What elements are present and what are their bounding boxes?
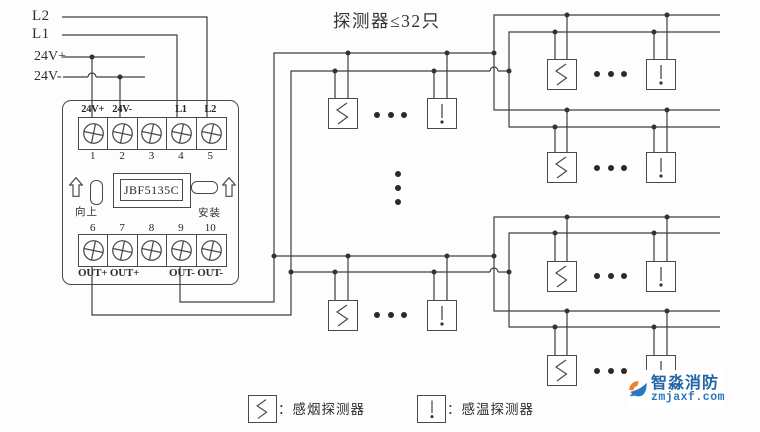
model-plate: JBF5135C <box>113 173 191 208</box>
screw-terminal-1 <box>79 118 109 149</box>
bottom-terminal-strip <box>78 234 227 267</box>
brand-watermark: 智淼消防 zmjaxf.com <box>628 370 725 409</box>
diagram-title: 探测器≤32只 <box>333 11 441 31</box>
feed-label-l1: L1 <box>32 26 50 42</box>
screw-terminal-3 <box>138 118 168 149</box>
screw-terminal-8 <box>138 235 168 266</box>
top-terminal-strip <box>78 117 227 150</box>
out-minus-label: OUT- OUT- <box>169 267 223 279</box>
smoke-detector-icon <box>554 359 568 382</box>
brand-logo-icon <box>629 380 647 396</box>
terminal-number: 8 <box>148 222 155 234</box>
out-plus-label: OUT+ OUT+ <box>78 267 140 279</box>
smoke-detector <box>328 300 358 331</box>
terminal-number: 7 <box>119 222 125 234</box>
terminal-number: 9 <box>178 222 184 234</box>
terminal-number: 5 <box>207 150 214 162</box>
install-label: 安装 <box>198 208 221 219</box>
heat-detector <box>646 261 676 292</box>
terminal-number: 3 <box>148 150 155 162</box>
heat-detector <box>427 300 457 331</box>
smoke-detector <box>547 355 577 386</box>
screw-icon <box>200 240 222 261</box>
smoke-detector-icon <box>554 265 568 288</box>
smoke-detector-icon <box>256 399 268 419</box>
feed-label-24v-minus: 24V- <box>34 69 62 84</box>
brand-name: 智淼消防 <box>650 375 719 392</box>
mount-slot-horizontal <box>191 181 218 194</box>
top-terminal-labels: 24V+ 24V- L1 L2 <box>78 104 225 115</box>
up-arrow-icon <box>222 177 236 197</box>
screw-terminal-4 <box>167 118 197 149</box>
mount-slot <box>90 180 103 205</box>
smoke-detector <box>547 152 577 183</box>
smoke-detector <box>547 59 577 90</box>
screw-terminal-10 <box>197 235 226 266</box>
feed-label-l2: L2 <box>32 8 50 24</box>
junction-dots <box>89 12 670 330</box>
ellipsis-dots <box>374 71 627 374</box>
smoke-detector-icon <box>335 102 349 125</box>
screw-terminal-7 <box>108 235 138 266</box>
heat-detector-icon <box>659 158 663 178</box>
isolator-module: 24V+ 24V- L1 L2 1 2 3 4 5 JBF5135C <box>62 100 239 285</box>
top-terminal-numbers: 1 2 3 4 5 <box>78 150 225 162</box>
screw-icon <box>170 123 192 144</box>
heat-detector-icon <box>429 400 434 419</box>
smoke-detector-icon <box>335 304 349 327</box>
heat-detector-icon <box>659 267 663 287</box>
terminal-number: 4 <box>178 150 184 162</box>
screw-icon <box>82 123 104 144</box>
smoke-detector-icon <box>554 156 568 179</box>
heat-detector <box>646 152 676 183</box>
screw-icon <box>170 240 192 261</box>
screw-terminal-2 <box>108 118 138 149</box>
terminal-number: 2 <box>119 150 125 162</box>
terminal-label <box>137 104 166 115</box>
terminal-number: 6 <box>89 222 96 234</box>
screw-icon <box>112 240 133 261</box>
smoke-detector <box>328 98 358 129</box>
brand-site: zmjaxf.com <box>650 391 725 404</box>
heat-detector <box>646 59 676 90</box>
screw-terminal-6 <box>79 235 109 266</box>
terminal-label: 24V+ <box>81 104 105 115</box>
heat-detector-icon <box>659 65 663 85</box>
terminal-label: L2 <box>204 104 217 115</box>
model-number: JBF5135C <box>120 179 183 201</box>
heat-detector-icon <box>440 306 444 326</box>
orientation-label: 向上 <box>75 207 98 218</box>
screw-icon <box>141 123 163 144</box>
legend-smoke-symbol <box>248 395 277 423</box>
up-arrow-icon <box>69 177 83 197</box>
screw-icon <box>112 123 133 144</box>
legend-heat-label: ：感温探测器 <box>447 402 534 417</box>
screw-icon <box>141 240 163 261</box>
screw-terminal-9 <box>167 235 197 266</box>
heat-detector <box>427 98 457 129</box>
terminal-number: 1 <box>89 150 96 162</box>
bottom-terminal-numbers: 6 7 8 9 10 <box>78 222 225 234</box>
legend-heat-symbol <box>417 395 446 423</box>
screw-icon <box>82 240 104 261</box>
feed-label-24v-plus: 24V+ <box>34 49 67 64</box>
smoke-detector <box>547 261 577 292</box>
smoke-detector-icon <box>554 63 568 86</box>
screw-icon <box>200 123 222 144</box>
terminal-label: L1 <box>175 104 187 115</box>
screw-terminal-5 <box>197 118 226 149</box>
legend-smoke-label: ：感烟探测器 <box>278 402 365 417</box>
terminal-number: 10 <box>204 222 216 234</box>
terminal-label: 24V- <box>112 104 132 115</box>
heat-detector-icon <box>440 104 444 124</box>
